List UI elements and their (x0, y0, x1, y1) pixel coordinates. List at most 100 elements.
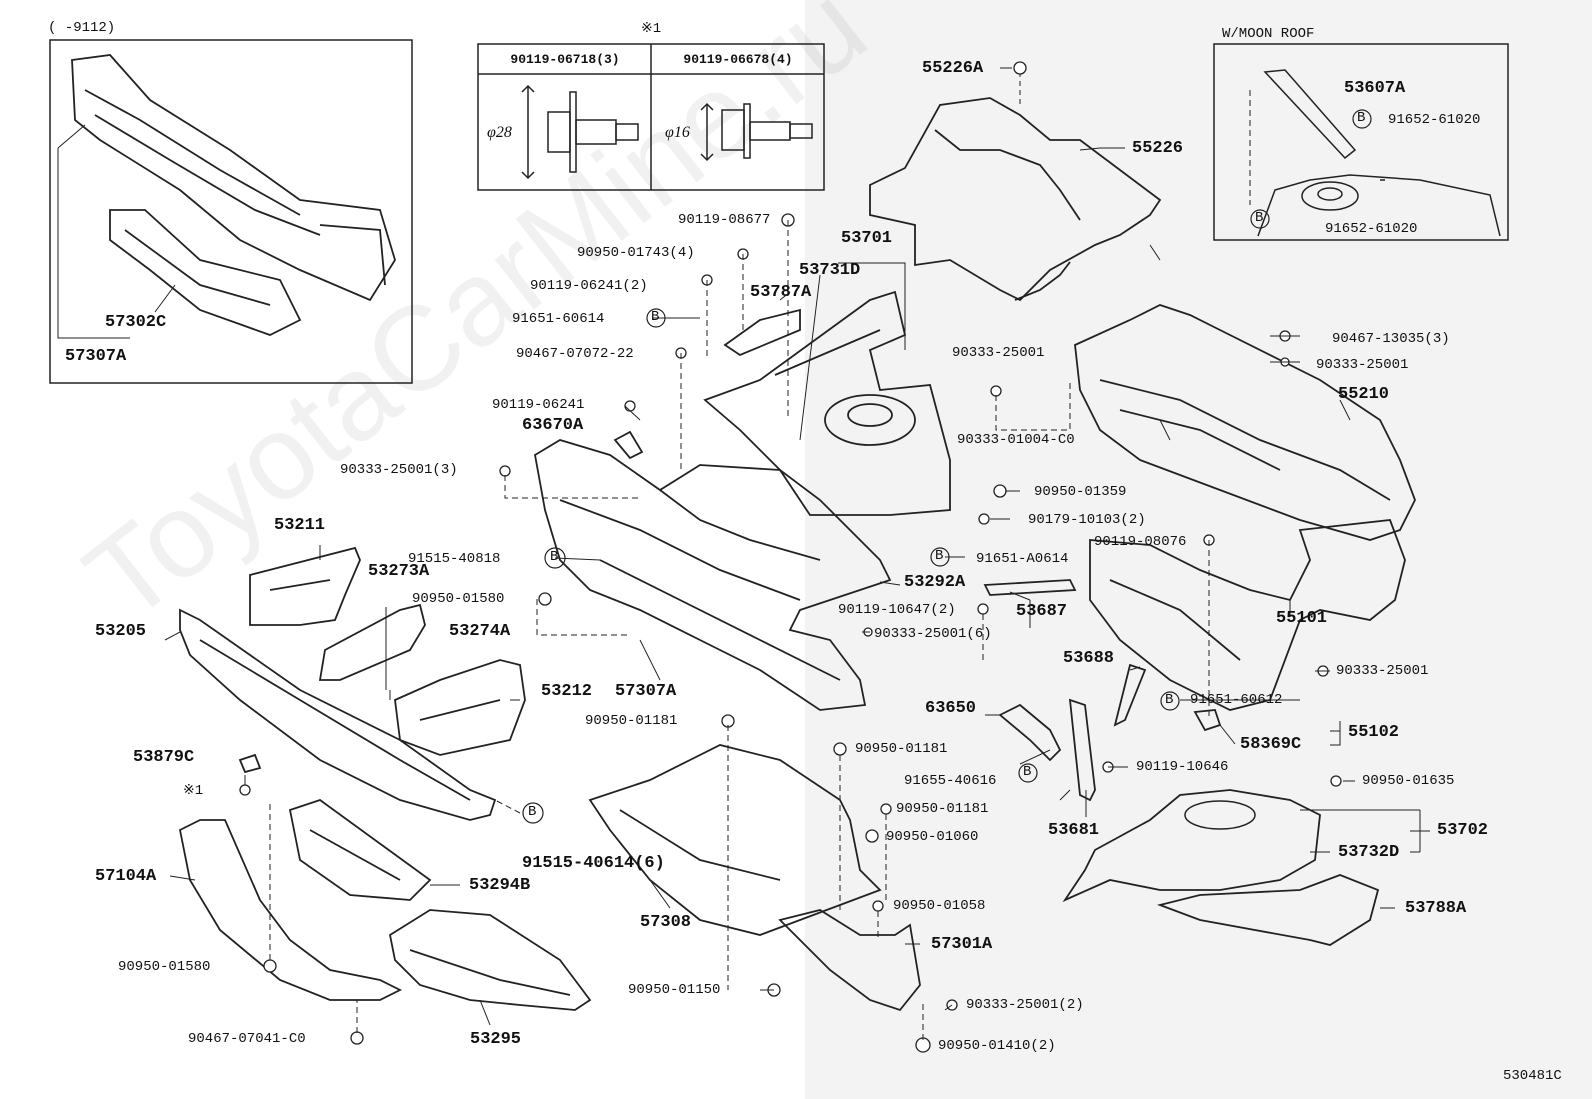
part-label: 53211 (274, 516, 326, 535)
part-53273A-shape (318, 603, 426, 681)
part-label: 53687 (1016, 602, 1068, 621)
part-label: 90119-10647(2) (838, 602, 956, 618)
part-label: 91651-60612 (1190, 692, 1283, 708)
part-53292A-shape (534, 439, 892, 711)
part-label: 90467-13035(3) (1332, 331, 1450, 347)
part-label: 55210 (1338, 385, 1390, 404)
part-label: 90950-01181 (855, 741, 948, 757)
part-label: 90119-06241(2) (530, 278, 648, 294)
part-label: 90467-07041-C0 (188, 1031, 306, 1047)
ref-marker: B (1357, 110, 1366, 126)
part-58369C-shape (1193, 709, 1222, 732)
inset-frame-moonroof (1213, 43, 1509, 241)
part-label: 90950-01359 (1034, 484, 1127, 500)
part-label: 53879C (133, 748, 195, 767)
part-label: 90179-10103(2) (1028, 512, 1146, 528)
part-label: 91515-40614(6) (522, 854, 665, 873)
part-label: 90950-01060 (886, 829, 979, 845)
part-label: 90950-01635 (1362, 773, 1455, 789)
ref-marker: B (935, 548, 944, 564)
table-header-part: 90119-06678(4) (683, 52, 793, 67)
part-label: 90467-07072-22 (516, 346, 634, 362)
table-header-part: 90119-06718(3) (510, 52, 620, 67)
part-53274A-shape (394, 659, 526, 756)
part-label: 53292A (904, 573, 966, 592)
inset-frame-top-left (49, 39, 413, 384)
part-label: 90950-01580 (118, 959, 211, 975)
part-57308-shape (588, 744, 882, 936)
part-label: 53787A (750, 283, 812, 302)
table-dimension: φ28 (487, 124, 512, 141)
moonroof-parts (1249, 69, 1501, 237)
part-label: 90333-25001 (1336, 663, 1429, 679)
part-53294B-shape (288, 798, 432, 901)
part-label: 90950-01181 (585, 713, 678, 729)
table-marker-ref: ※1 (183, 783, 204, 799)
inset-range-label: ( -9112) (48, 20, 116, 36)
part-label: 90950-01580 (412, 591, 505, 607)
part-label: 90119-10646 (1136, 759, 1229, 775)
part-label: 90950-01743(4) (577, 245, 695, 261)
part-53788A-shape (1156, 874, 1380, 946)
part-label: 90333-01004-C0 (957, 432, 1075, 448)
part-55226-shape (869, 72, 1162, 302)
part-label: 53701 (841, 229, 893, 248)
part-label: 55226A (922, 59, 984, 78)
part-label: 53788A (1405, 899, 1467, 918)
part-label: 91515-40818 (408, 551, 501, 567)
part-label: 57307A (615, 682, 677, 701)
moonroof-title: W/MOON ROOF (1222, 26, 1315, 42)
part-label: 53205 (95, 622, 147, 641)
part-label: 53212 (541, 682, 593, 701)
ref-marker: B (651, 309, 660, 325)
part-53702-shape (1062, 789, 1321, 903)
part-label: 91651-A0614 (976, 551, 1069, 567)
part-label: 58369C (1240, 735, 1302, 754)
part-label: 53607A (1344, 79, 1406, 98)
part-label: 90950-01181 (896, 801, 989, 817)
ref-marker: B (1023, 764, 1032, 780)
part-label: 90950-01150 (628, 982, 721, 998)
part-55101-shape (1089, 519, 1406, 711)
part-57301A-shape (778, 909, 921, 1012)
table-dimension: φ16 (665, 124, 690, 141)
part-label: 57104A (95, 867, 157, 886)
part-63650-shape (998, 703, 1062, 762)
part-label: 90333-25001(6) (874, 626, 992, 642)
ref-marker: B (550, 549, 559, 565)
part-label: 57302C (105, 313, 167, 332)
part-label: 55226 (1132, 139, 1184, 158)
part-57104A-shape (178, 819, 403, 1001)
part-53688-shape (1113, 663, 1147, 727)
part-label: 53295 (470, 1030, 522, 1049)
part-label: 90950-01410(2) (938, 1038, 1056, 1054)
part-label: 90333-25001 (952, 345, 1045, 361)
part-label: 55102 (1348, 723, 1400, 742)
part-label: 91652-61020 (1325, 221, 1418, 237)
part-label: 90119-08076 (1094, 534, 1187, 550)
part-label: 90119-06241 (492, 397, 585, 413)
part-label: 63650 (925, 699, 977, 718)
part-label: 91652-61020 (1388, 112, 1481, 128)
part-53701-shape (703, 290, 951, 516)
ref-marker-circles (522, 109, 1372, 824)
part-label: 53273A (368, 562, 430, 581)
part-55210-shape (1074, 304, 1416, 541)
part-label: 90950-01058 (893, 898, 986, 914)
part-label: 91651-60614 (512, 311, 605, 327)
part-label: 90119-08677 (678, 212, 771, 228)
fastener-table (477, 43, 825, 191)
part-53879C-shape (238, 753, 262, 774)
inset-frame-rail (71, 54, 396, 336)
part-63670A-shape (613, 430, 644, 460)
part-53295-shape (388, 909, 592, 1011)
part-53205-shape (179, 608, 497, 821)
ref-marker: B (528, 804, 537, 820)
ref-marker: B (1165, 692, 1174, 708)
part-label: 53731D (799, 261, 861, 280)
inset-leaders (57, 124, 176, 339)
part-53681-shape (1068, 698, 1096, 802)
part-label: 91655-40616 (904, 773, 997, 789)
